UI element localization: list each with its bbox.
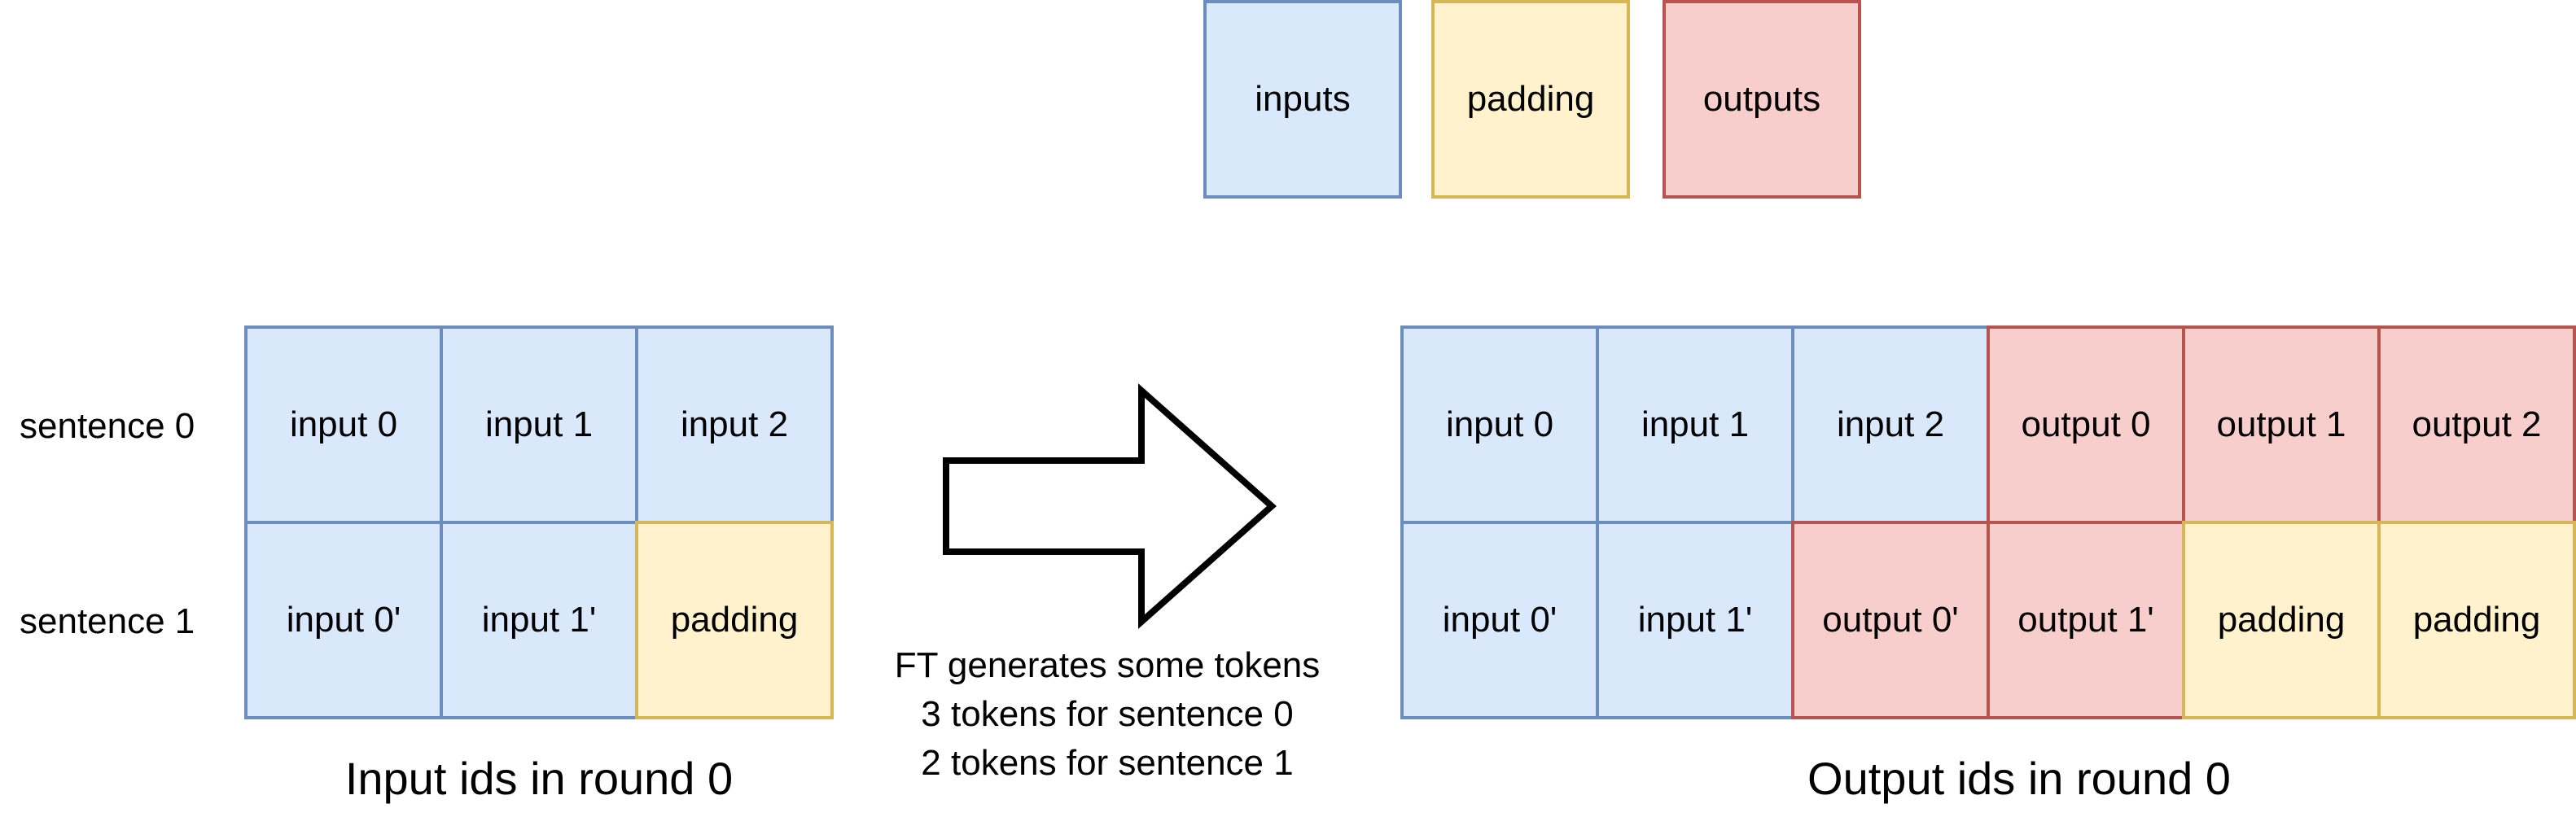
legend-outputs-label: outputs [1702, 79, 1821, 119]
arrow-right-icon [943, 383, 1277, 629]
input-cell: input 2 [635, 325, 834, 524]
input-cell-label: input 2 [680, 404, 789, 444]
input-cell: input 1' [1596, 521, 1794, 719]
legend-padding: padding [1431, 0, 1630, 199]
legend-inputs-label: inputs [1255, 79, 1351, 119]
row-label-sentence-1: sentence 1 [20, 601, 195, 641]
input-cell: input 1' [440, 521, 638, 719]
input-cell: input 0' [244, 521, 443, 719]
padding-cell-label: padding [2412, 600, 2541, 640]
input-cell-label: input 2 [1836, 404, 1945, 444]
input-cell: input 0 [244, 325, 443, 524]
input-cell-label: input 1 [1641, 404, 1750, 444]
row-label-sentence-0: sentence 0 [20, 406, 195, 446]
legend-outputs: outputs [1663, 0, 1861, 199]
padding-cell: padding [2182, 521, 2381, 719]
output-cell-label: output 0 [2021, 404, 2151, 444]
output-cell: output 2 [2377, 325, 2576, 524]
input-cell-label: input 0 [289, 404, 398, 444]
output-cell-label: output 1' [2017, 600, 2154, 640]
process-description: FT generates some tokens 3 tokens for se… [830, 641, 1384, 788]
output-cell: output 1' [1987, 521, 2185, 719]
input-cell: input 2 [1791, 325, 1990, 524]
legend-padding-label: padding [1466, 79, 1595, 119]
input-cell-label: input 0' [286, 600, 401, 640]
legend-inputs: inputs [1203, 0, 1402, 199]
input-cell-label: input 0' [1442, 600, 1557, 640]
padding-cell-label: padding [670, 600, 799, 640]
input-cell: input 0 [1400, 325, 1599, 524]
process-line: FT generates some tokens [894, 645, 1321, 685]
input-cell-label: input 1' [1637, 600, 1753, 640]
padding-cell-label: padding [2217, 600, 2346, 640]
output-cell-label: output 2 [2412, 404, 2542, 444]
process-line: 3 tokens for sentence 0 [921, 694, 1294, 734]
output-cell-label: output 1 [2216, 404, 2346, 444]
input-grid-caption: Input ids in round 0 [344, 753, 734, 804]
output-cell: output 0' [1791, 521, 1990, 719]
input-cell-label: input 0 [1445, 404, 1554, 444]
process-line: 2 tokens for sentence 1 [921, 743, 1294, 783]
input-cell-label: input 1 [484, 404, 594, 444]
output-cell: output 1 [2182, 325, 2381, 524]
output-cell-label: output 0' [1822, 600, 1959, 640]
output-grid-caption: Output ids in round 0 [1807, 753, 2231, 804]
input-cell-label: input 1' [481, 600, 597, 640]
padding-cell: padding [2377, 521, 2576, 719]
input-cell: input 0' [1400, 521, 1599, 719]
input-cell: input 1 [440, 325, 638, 524]
output-cell: output 0 [1987, 325, 2185, 524]
padding-cell: padding [635, 521, 834, 719]
input-cell: input 1 [1596, 325, 1794, 524]
